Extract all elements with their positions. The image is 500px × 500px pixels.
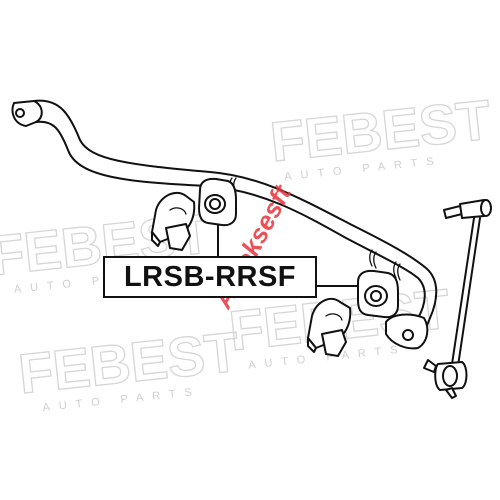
part-number-label: LRSB-RRSF — [103, 256, 317, 298]
bracket-left — [151, 191, 196, 251]
stabilizer-bar — [11, 99, 438, 350]
bushing-left — [198, 177, 237, 227]
bushing-right — [357, 269, 399, 319]
leader-lines — [217, 224, 359, 287]
bracket-right — [307, 297, 352, 357]
stabilizer-link — [423, 199, 492, 399]
